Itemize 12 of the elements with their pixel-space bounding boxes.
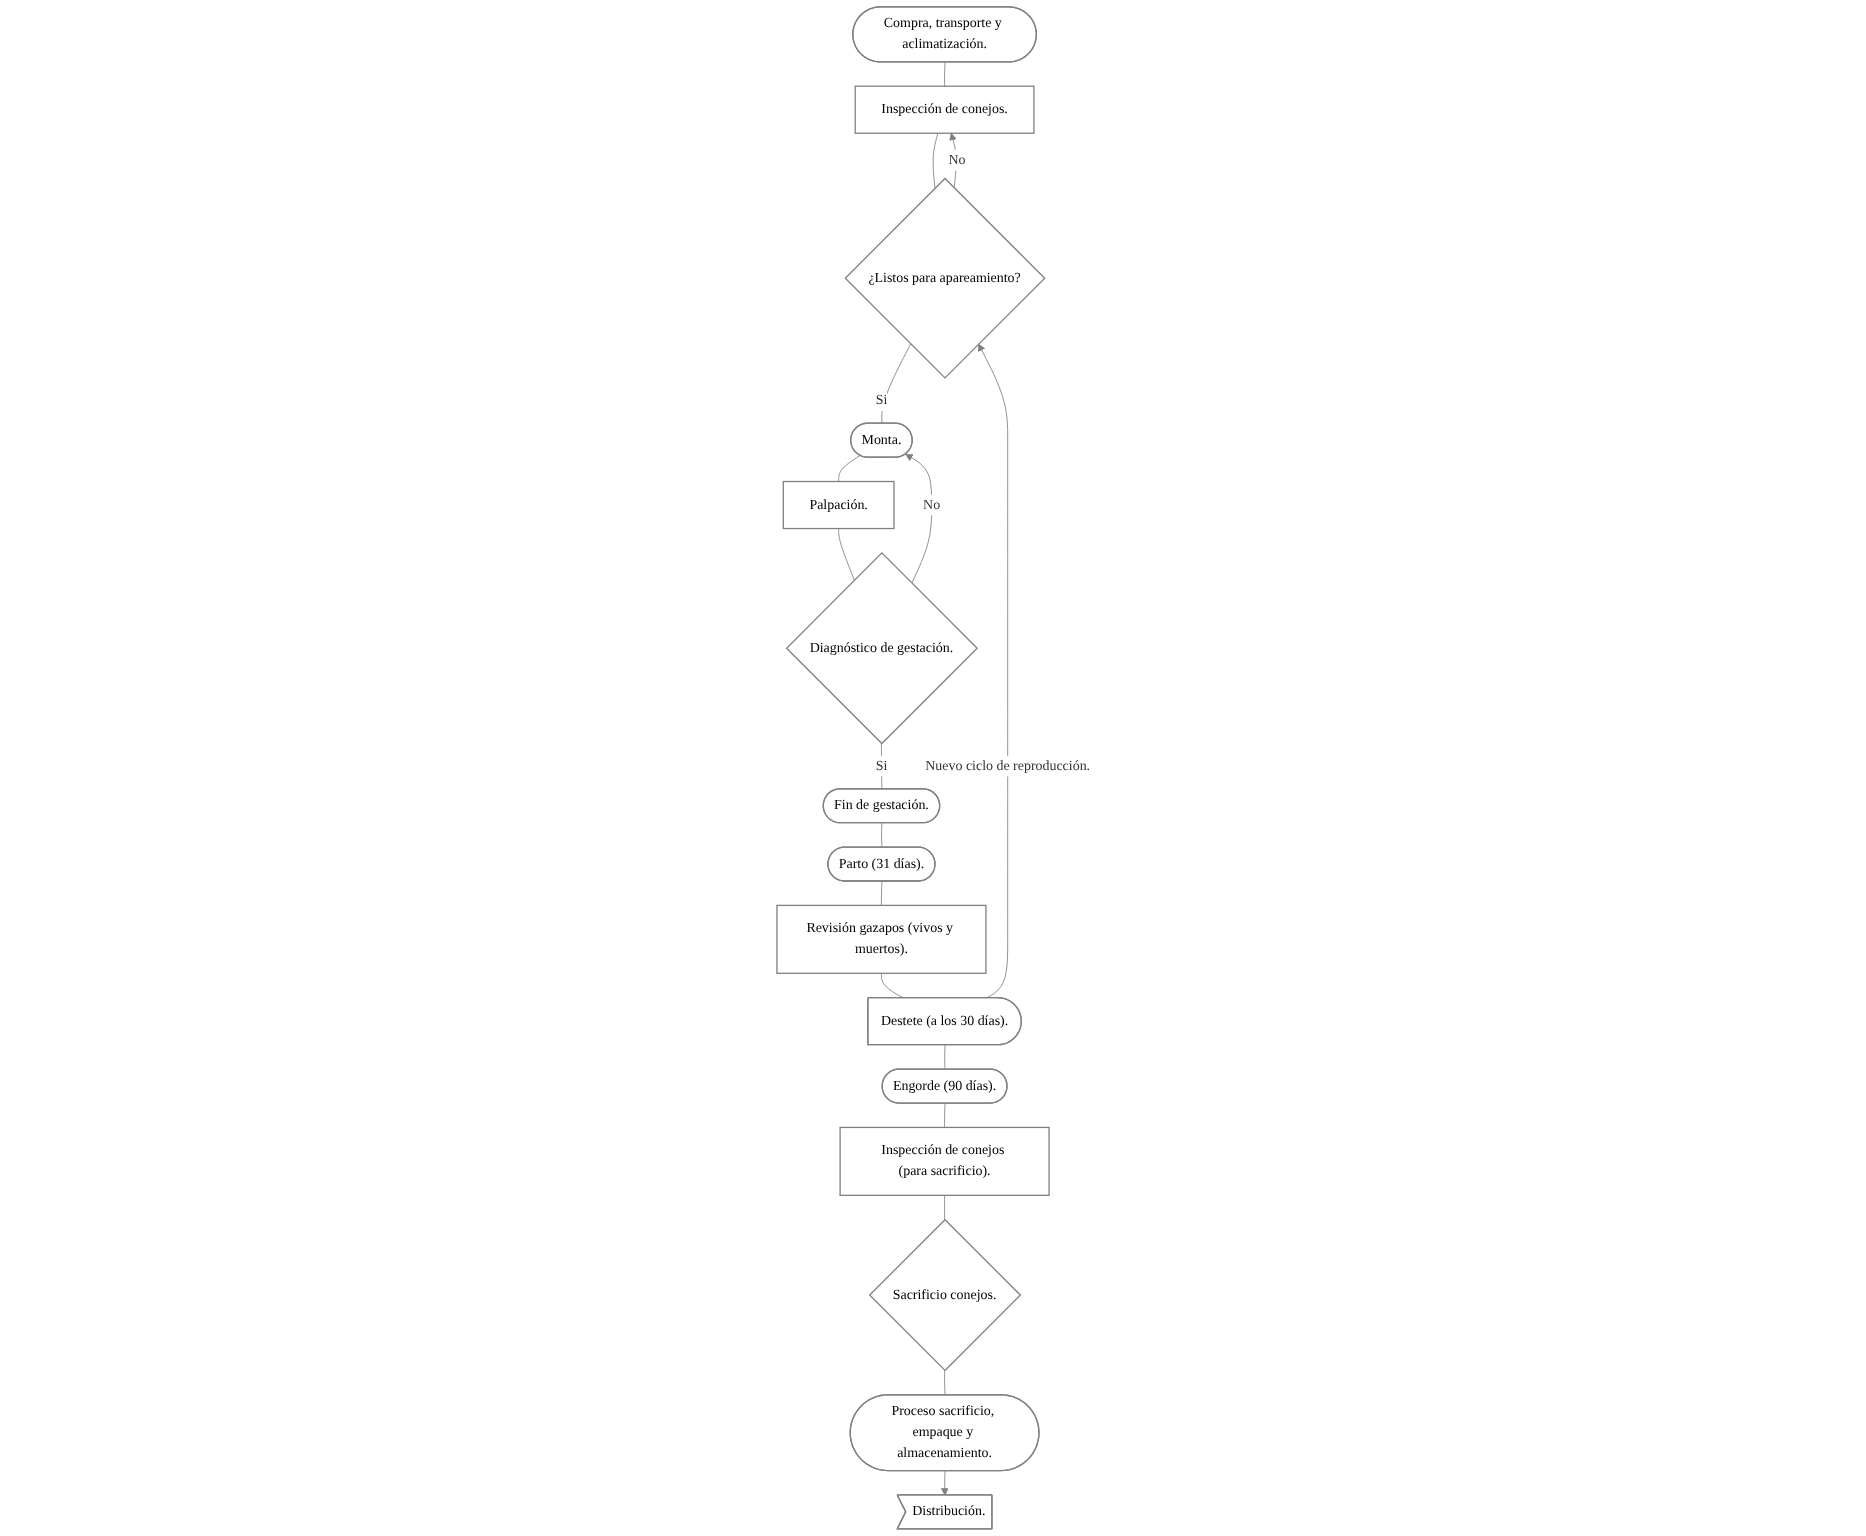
connector bbox=[880, 822, 882, 848]
connector bbox=[932, 132, 938, 189]
connector bbox=[943, 1370, 945, 1396]
connector bbox=[880, 972, 904, 999]
connector bbox=[943, 1044, 945, 1071]
connector bbox=[943, 61, 945, 87]
connector bbox=[943, 1103, 945, 1128]
connector bbox=[880, 881, 882, 906]
connector bbox=[943, 1194, 945, 1221]
connector bbox=[837, 528, 855, 581]
connector bbox=[880, 343, 911, 425]
connector bbox=[837, 455, 860, 482]
